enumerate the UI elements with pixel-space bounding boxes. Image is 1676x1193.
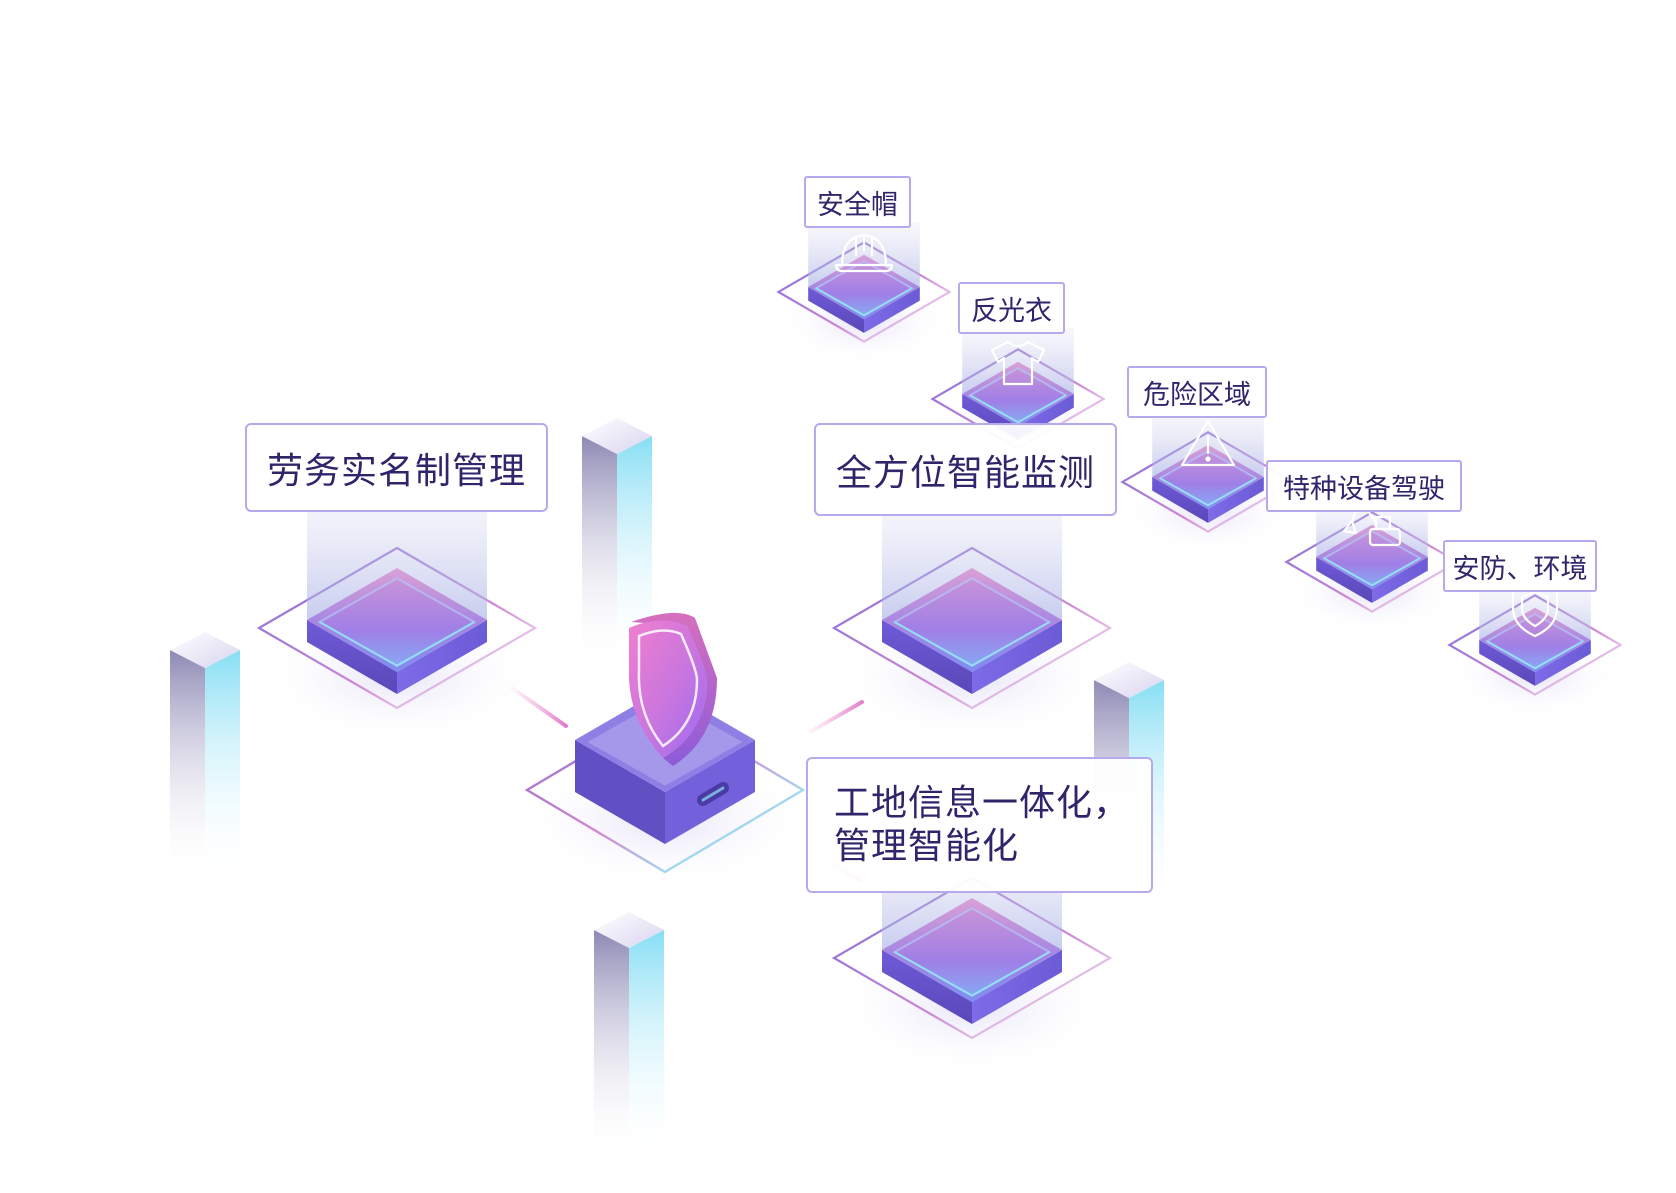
node-security-shield xyxy=(1447,580,1623,718)
central-hub xyxy=(515,612,815,890)
platform-nodes xyxy=(256,222,1623,1075)
node-excavator xyxy=(1284,497,1460,635)
node-label-reflective-vest: 反光衣 xyxy=(958,282,1065,334)
node-integration xyxy=(831,840,1113,1075)
node-label-danger-zone: 危险区域 xyxy=(1127,366,1267,418)
node-helmet xyxy=(776,222,952,365)
node-label-integration: 工地信息一体化， 管理智能化 xyxy=(806,757,1153,893)
node-label-integration-line1: 工地信息一体化， xyxy=(834,782,1131,824)
node-label-labor-management: 劳务实名制管理 xyxy=(245,423,548,512)
pillar-center-top xyxy=(582,418,652,668)
node-labor-management xyxy=(256,490,538,745)
node-smart-monitoring xyxy=(831,500,1113,745)
warning-icon xyxy=(1180,419,1236,467)
hub-frame xyxy=(524,706,806,874)
pillar-left xyxy=(170,632,240,882)
node-label-security-environment: 安防、环境 xyxy=(1443,540,1597,592)
helmet-icon xyxy=(834,233,894,273)
shield-icon xyxy=(628,612,717,766)
node-label-smart-monitoring: 全方位智能监测 xyxy=(814,423,1117,516)
node-label-integration-line2: 管理智能化 xyxy=(834,826,1020,867)
node-label-special-equipment: 特种设备驾驶 xyxy=(1266,460,1462,512)
node-warning xyxy=(1120,412,1296,555)
pillar-center-bottom xyxy=(594,912,664,1162)
node-label-helmet: 安全帽 xyxy=(804,176,911,228)
security-shield-icon xyxy=(1511,580,1559,638)
reflective-vest-icon xyxy=(990,340,1046,386)
